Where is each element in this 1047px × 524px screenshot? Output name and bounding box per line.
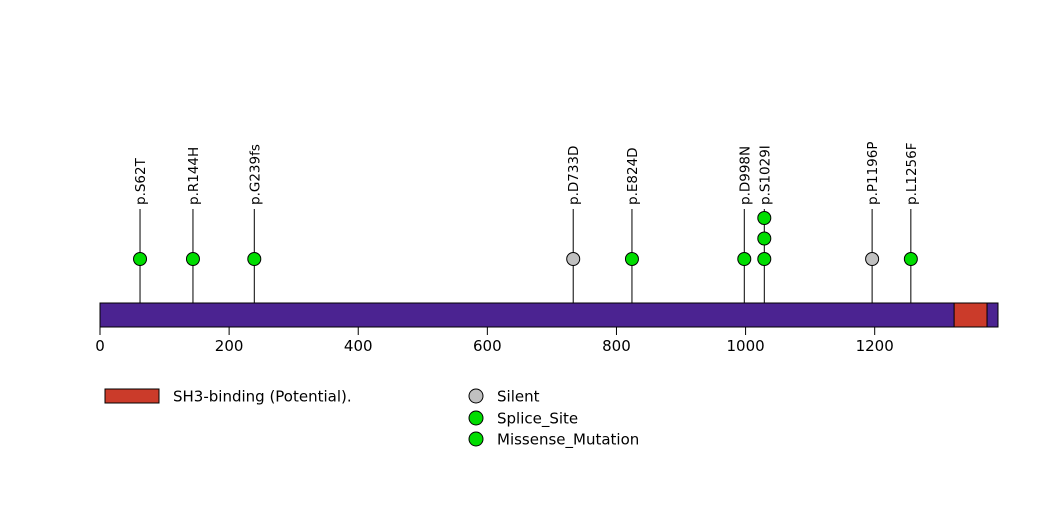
mutation-labels-layer: p.S62T p.R144H p.G239fs p.D733D p.E824D p.D99… [133,142,920,206]
mutation-dot-1-0[interactable] [185,252,200,266]
mutation-dot-0-0[interactable] [133,252,148,266]
mutation-dot-8-0[interactable] [903,252,918,266]
mutation-label-5: p.D998N [737,146,753,205]
x-axis-tick-label-800: 800 [602,337,631,355]
legend-mutation-types: Silent Splice_Site Missense_Mutation [468,388,639,450]
mutation-dot-3-0[interactable] [566,252,581,266]
x-axis-tick-label-1200: 1200 [856,337,894,355]
mutation-dot-5-0[interactable] [737,252,752,266]
mutation-dot-2-0[interactable] [247,252,262,266]
mutation-label-4: p.E824D [625,147,641,205]
legend-domains: SH3-binding (Potential). [104,388,352,406]
mutation-label-7: p.P1196P [865,142,881,206]
mutation-dot-4-0[interactable] [624,252,639,266]
mutation-dots-layer [133,211,918,266]
x-axis-tick-label-0: 0 [95,337,105,355]
mutation-label-2: p.G239fs [247,144,263,205]
legend-dot-splice-site [468,410,484,426]
mutation-label-0: p.S62T [133,157,149,205]
mutation-label-6: p.S1029I [757,145,773,205]
x-axis-tick-label-200: 200 [215,337,244,355]
mutation-dot-6-2[interactable] [757,211,772,225]
legend-label-silent: Silent [497,388,540,406]
protein-domain-0 [953,302,988,328]
legend-label-splice-site: Splice_Site [497,410,578,429]
legend-dot-missense-mutation [468,431,484,447]
protein-domains-layer [953,302,988,328]
x-axis: 0 200 400 600 800 1000 1200 [95,327,894,355]
mutation-label-1: p.R144H [186,147,202,205]
mutation-label-8: p.L1256F [904,142,920,205]
mutation-dot-6-0[interactable] [757,252,772,266]
mutation-label-3: p.D733D [566,146,582,205]
mutation-dot-7-0[interactable] [865,252,880,266]
legend-dot-silent [468,388,484,404]
x-axis-tick-label-600: 600 [473,337,502,355]
x-axis-tick-label-1000: 1000 [726,337,764,355]
mutation-dot-6-1[interactable] [757,231,772,246]
legend-swatch-sh3-binding [104,388,160,404]
legend-label-missense-mutation: Missense_Mutation [497,431,639,450]
protein-backbone-group [99,302,999,328]
legend-label-sh3-binding: SH3-binding (Potential). [173,388,352,406]
protein-backbone [99,302,999,328]
x-axis-tick-label-400: 400 [344,337,373,355]
